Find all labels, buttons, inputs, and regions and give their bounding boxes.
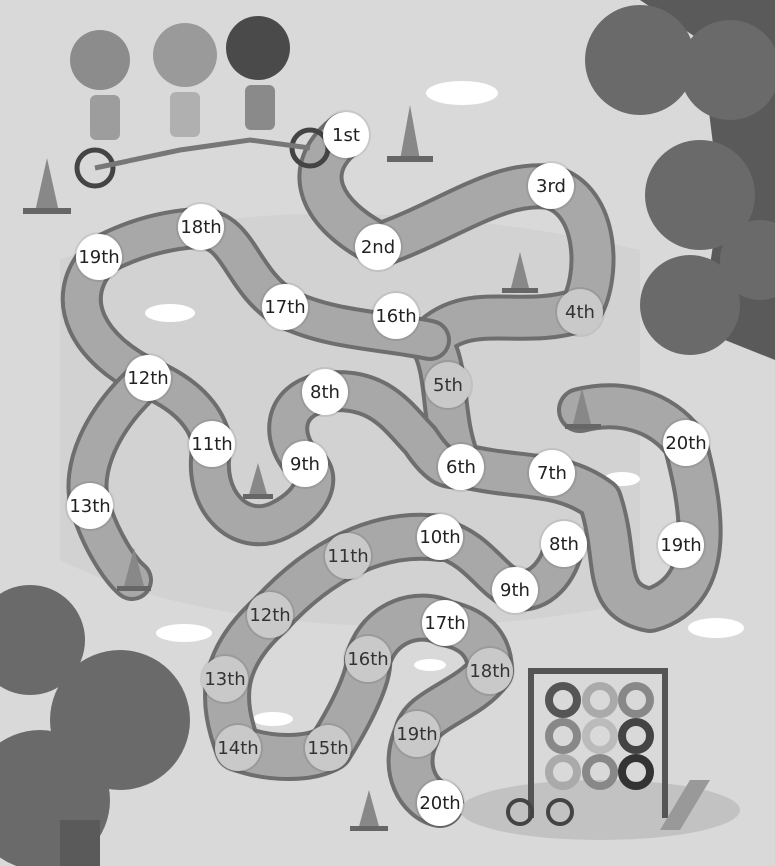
- position-marker: 1st: [323, 112, 369, 158]
- tandem-bike-icon: [70, 16, 331, 189]
- position-marker: 8th: [302, 369, 348, 415]
- position-marker: 12th: [125, 355, 171, 401]
- position-marker: 18th: [178, 204, 224, 250]
- position-marker: 7th: [529, 450, 575, 496]
- position-marker: 16th: [345, 636, 391, 682]
- position-marker: 6th: [438, 444, 484, 490]
- position-marker: 12th: [247, 592, 293, 638]
- position-marker: 8th: [541, 521, 587, 567]
- position-marker: 4th: [557, 289, 603, 335]
- position-marker: 11th: [189, 421, 235, 467]
- position-marker: 15th: [305, 725, 351, 771]
- position-marker: 9th: [282, 441, 328, 487]
- position-marker: 17th: [262, 284, 308, 330]
- position-marker: 13th: [67, 483, 113, 529]
- position-marker: 20th: [417, 780, 463, 826]
- position-marker: 11th: [325, 533, 371, 579]
- position-marker: 19th: [394, 711, 440, 757]
- tire-rack-icon: [460, 668, 740, 840]
- position-marker: 17th: [422, 600, 468, 646]
- position-marker: 20th: [663, 420, 709, 466]
- position-marker: 9th: [492, 567, 538, 613]
- position-marker: 19th: [658, 522, 704, 568]
- position-marker: 18th: [467, 648, 513, 694]
- position-marker: 10th: [417, 514, 463, 560]
- position-marker: 13th: [202, 656, 248, 702]
- position-marker: 16th: [373, 293, 419, 339]
- position-marker: 19th: [76, 234, 122, 280]
- position-marker: 5th: [425, 362, 471, 408]
- traffic-cone-icon: [23, 105, 601, 831]
- position-marker: 2nd: [355, 224, 401, 270]
- position-marker: 14th: [215, 725, 261, 771]
- position-marker: 3rd: [528, 163, 574, 209]
